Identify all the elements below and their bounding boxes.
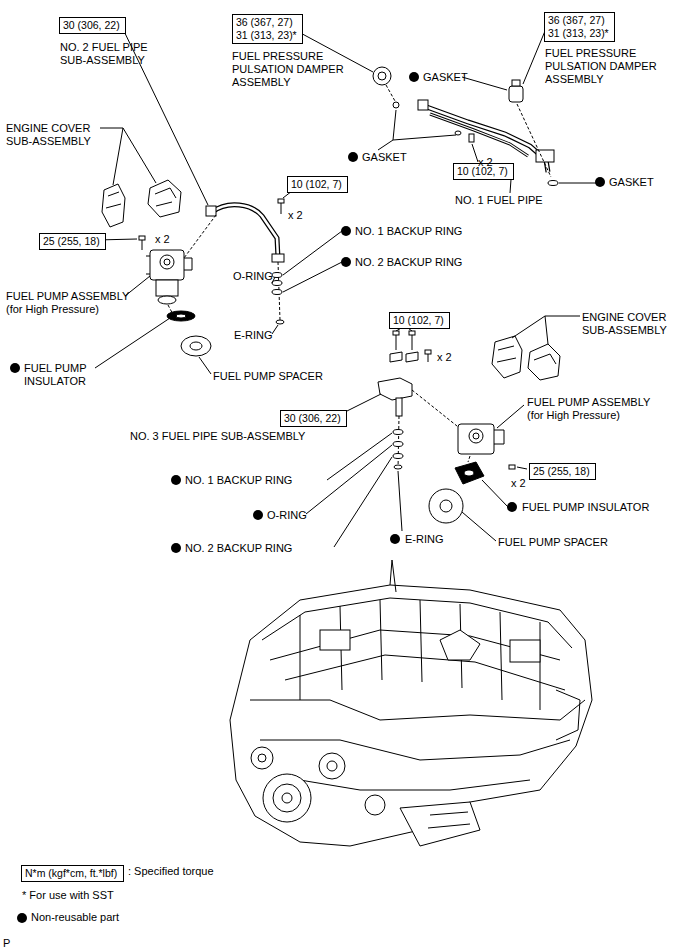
torque-box: 30 (306, 22) bbox=[280, 410, 347, 427]
part-label: : Specified torque bbox=[128, 865, 214, 878]
part-label: NO. 2 BACKUP RING bbox=[355, 256, 462, 269]
torque-value: 31 (313, 23)* bbox=[548, 27, 611, 40]
engine-drawing bbox=[230, 560, 592, 846]
torque-value: 36 (367, 27) bbox=[236, 16, 299, 29]
part-label: NO. 1 FUEL PIPE bbox=[455, 194, 543, 207]
part-label: FUEL PRESSURE PULSATION DAMPER ASSEMBLY bbox=[545, 47, 663, 86]
legend-text: Non-reusable part bbox=[31, 911, 119, 924]
torque-box: 36 (367, 27)31 (313, 23)* bbox=[544, 12, 615, 42]
part-label: P bbox=[3, 937, 10, 949]
part-label: FUEL PUMP INSULATOR bbox=[522, 501, 649, 514]
part-label: GASKET bbox=[423, 71, 468, 84]
part-label: x 2 bbox=[288, 209, 303, 222]
part-label: NO. 2 FUEL PIPE SUB-ASSEMBLY bbox=[60, 41, 160, 67]
torque-box: N*m (kgf*cm, ft.*lbf) bbox=[21, 865, 124, 882]
torque-value: 31 (313, 23)* bbox=[236, 29, 299, 42]
torque-box: 25 (255, 18) bbox=[529, 463, 596, 480]
part-label: GASKET bbox=[362, 151, 407, 164]
torque-value: 30 (306, 22) bbox=[63, 19, 122, 32]
torque-value: 36 (367, 27) bbox=[548, 14, 611, 27]
torque-value: 10 (102, 7) bbox=[291, 178, 344, 191]
torque-value: 25 (255, 18) bbox=[43, 235, 102, 248]
part-label: FUEL PUMP ASSEMBLY (for High Pressure) bbox=[6, 290, 136, 316]
part-label: FUEL PUMP SPACER bbox=[498, 536, 608, 549]
legend-swatch bbox=[17, 913, 27, 923]
part-label: NO. 3 FUEL PIPE SUB-ASSEMBLY bbox=[130, 430, 305, 443]
part-label: E-RING bbox=[234, 329, 273, 342]
torque-value: 25 (255, 18) bbox=[533, 465, 592, 478]
part-label: * For use with SST bbox=[22, 889, 114, 902]
part-label: NO. 1 BACKUP RING bbox=[355, 225, 462, 238]
non-reusable-dots bbox=[10, 72, 605, 553]
part-label: ENGINE COVER SUB-ASSEMBLY bbox=[582, 311, 677, 337]
part-label: FUEL PUMP SPACER bbox=[213, 370, 323, 383]
torque-box: 10 (102, 7) bbox=[287, 176, 348, 193]
torque-value: 10 (102, 7) bbox=[393, 314, 446, 327]
part-label: FUEL PUMP INSULATOR bbox=[24, 362, 94, 388]
part-label: x 2 bbox=[478, 156, 493, 169]
part-label: NO. 1 BACKUP RING bbox=[185, 474, 292, 487]
part-label: E-RING bbox=[405, 533, 444, 546]
torque-box: 36 (367, 27)31 (313, 23)* bbox=[232, 14, 303, 44]
torque-value: N*m (kgf*cm, ft.*lbf) bbox=[25, 867, 120, 880]
part-label: FUEL PUMP ASSEMBLY (for High Pressure) bbox=[527, 396, 667, 422]
part-label: GASKET bbox=[609, 176, 654, 189]
torque-box: 25 (255, 18) bbox=[39, 233, 106, 250]
part-label: FUEL PRESSURE PULSATION DAMPER ASSEMBLY bbox=[232, 50, 350, 89]
legend-row: Non-reusable part bbox=[17, 911, 119, 924]
part-label: x 2 bbox=[437, 351, 452, 364]
torque-value: 30 (306, 22) bbox=[284, 412, 343, 425]
torque-box: 30 (306, 22) bbox=[59, 17, 126, 34]
part-label: O-RING bbox=[267, 509, 307, 522]
part-label: ENGINE COVER SUB-ASSEMBLY bbox=[6, 122, 101, 148]
part-label: O-RING bbox=[233, 270, 273, 283]
part-label: x 2 bbox=[511, 477, 526, 490]
part-label: NO. 2 BACKUP RING bbox=[185, 542, 292, 555]
part-label: x 2 bbox=[155, 233, 170, 246]
torque-box: 10 (102, 7) bbox=[389, 312, 450, 329]
